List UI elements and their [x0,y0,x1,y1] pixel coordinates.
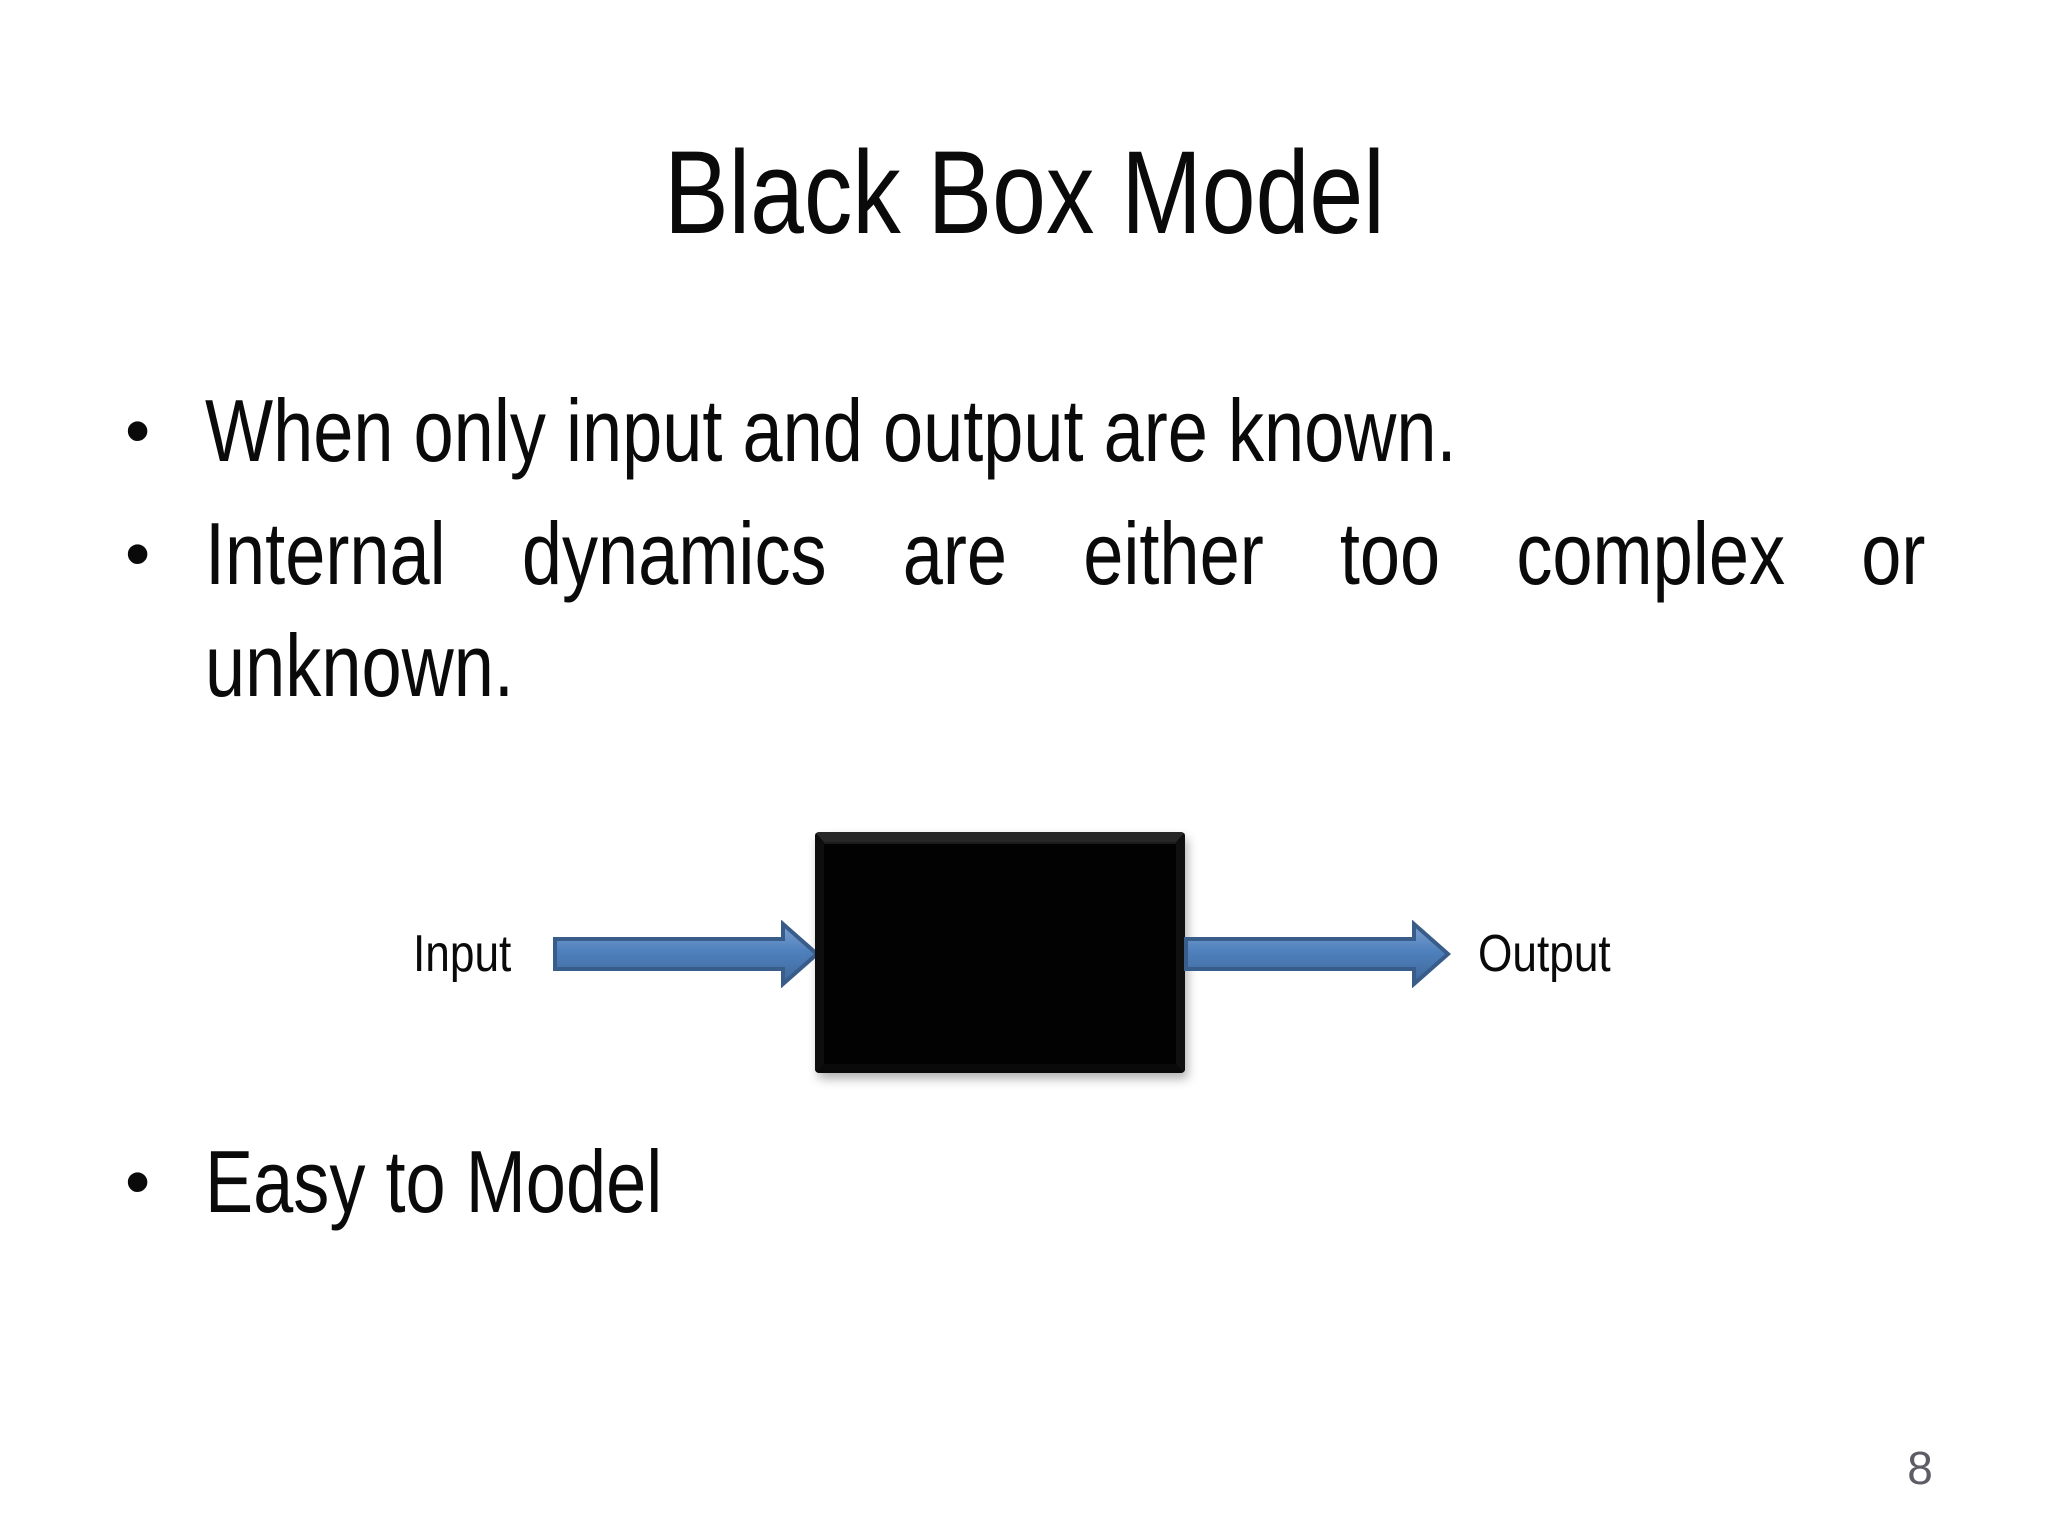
bullet-item-3: • Easy to Model [125,1126,763,1238]
bullet-1-text: When only input and output are known. [205,381,1457,480]
bullet-2-text: Internal dynamics are either too complex… [205,498,1925,722]
input-arrow-icon [553,920,821,988]
bullet-2-line-2: unknown. [205,616,514,715]
page-number: 8 [1907,1442,1933,1494]
input-label-text: Input [413,925,512,983]
bullet-marker: • [125,391,151,471]
bullet-3-text: Easy to Model [205,1132,663,1231]
slide-title: Black Box Model [0,118,2048,268]
slide-title-text: Black Box Model [663,127,1385,259]
black-box [815,832,1185,1073]
bullet-marker: • [125,1142,151,1222]
bullet-text-wrap: Internal dynamics are either too complex… [205,498,2048,722]
bullet-marker: • [125,514,151,594]
output-label-text: Output [1478,925,1611,983]
bullet-item-1: • When only input and output are known. [125,375,1731,487]
input-label: Input [413,918,529,990]
bullet-2-line-1: Internal dynamics are either too complex… [205,504,1926,603]
bullet-text-wrap: Easy to Model [205,1126,763,1238]
bullet-item-2: • Internal dynamics are either too compl… [125,498,2048,722]
bullet-text-wrap: When only input and output are known. [205,375,1731,487]
output-arrow-icon [1184,920,1452,988]
output-label: Output [1478,918,1634,990]
